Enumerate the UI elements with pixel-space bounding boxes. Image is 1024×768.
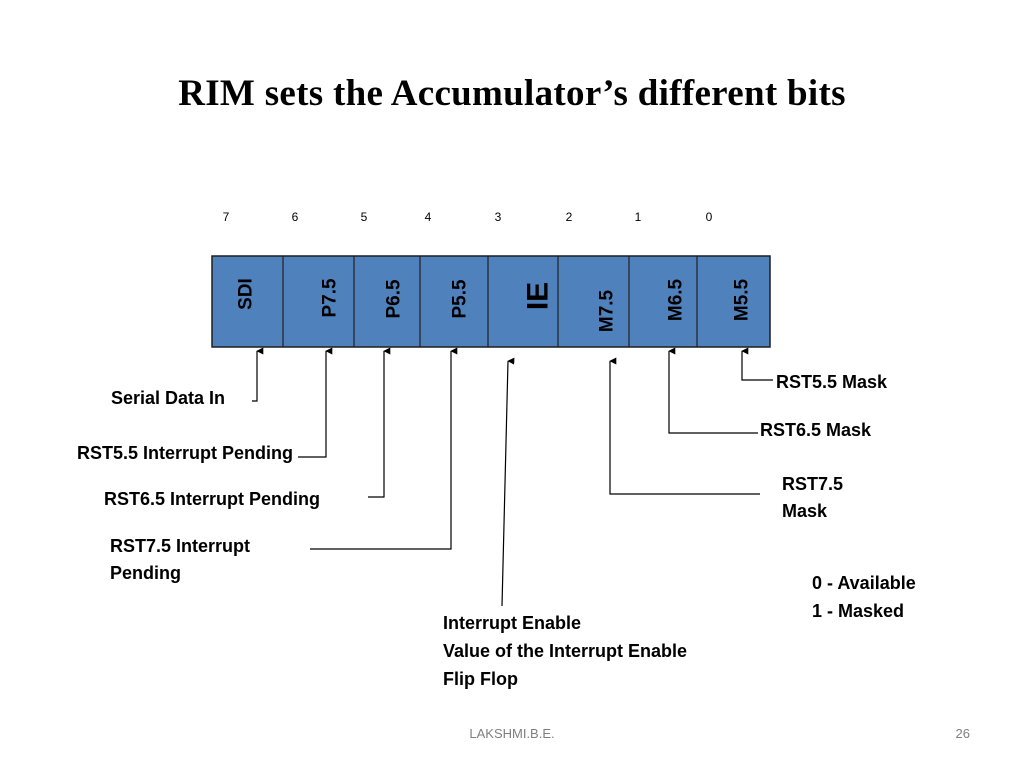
- conn-rst55-mask: [741, 347, 773, 381]
- bit-number-1: 1: [635, 210, 642, 224]
- bit-number-4: 4: [425, 210, 432, 224]
- conn-rst65-mask: [668, 347, 758, 434]
- bit-number-6: 6: [292, 210, 299, 224]
- field-ie: IE: [522, 282, 555, 310]
- conn-rst55-pending: [298, 347, 333, 458]
- bit-number-row: 7 6 5 4 3 2 1 0: [223, 210, 713, 224]
- label-rst65-interrupt-pending: RST6.5 Interrupt Pending: [104, 489, 320, 509]
- bit-number-5: 5: [361, 210, 368, 224]
- label-rst55-mask: RST5.5 Mask: [776, 372, 888, 392]
- conn-serial-data-in: [252, 347, 264, 402]
- bit-number-7: 7: [223, 210, 230, 224]
- register-box: [211, 255, 771, 348]
- bit-number-0: 0: [706, 210, 713, 224]
- field-m75: M7.5: [597, 289, 618, 332]
- field-p55: P5.5: [450, 279, 471, 319]
- slide-title: RIM sets the Accumulator’s different bit…: [178, 73, 846, 114]
- label-rst65-mask: RST6.5 Mask: [760, 420, 872, 440]
- conn-interrupt-enable: [501, 357, 515, 607]
- connector-lines: [252, 347, 773, 607]
- footer-author: LAKSHMI.B.E.: [469, 726, 555, 741]
- bit-number-2: 2: [566, 210, 573, 224]
- label-serial-data-in: Serial Data In: [111, 388, 225, 408]
- page-number: 26: [955, 726, 970, 741]
- bit-number-3: 3: [495, 210, 502, 224]
- field-p75: P7.5: [320, 278, 341, 318]
- field-sdi: SDI: [236, 278, 257, 310]
- label-rst55-interrupt-pending: RST5.5 Interrupt Pending: [77, 443, 293, 463]
- conn-rst75-pending: [310, 347, 458, 550]
- field-m65: M6.5: [666, 278, 687, 321]
- conn-rst75-mask: [609, 357, 760, 495]
- conn-rst65-pending: [368, 347, 391, 498]
- field-m55: M5.5: [732, 278, 753, 321]
- field-p65: P6.5: [384, 279, 405, 319]
- accumulator-register: SDI P7.5 P6.5 P5.5 IE M7.5 M6.5 M5.5: [211, 255, 771, 348]
